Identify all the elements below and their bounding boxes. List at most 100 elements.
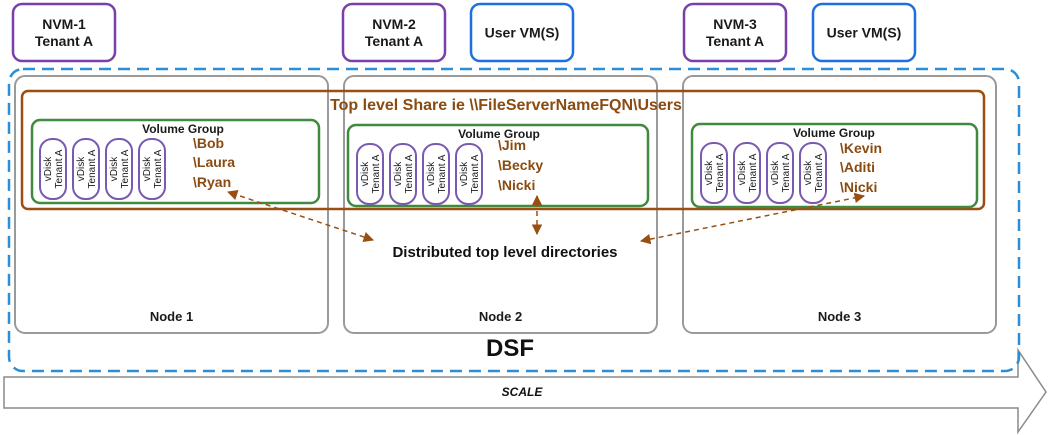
nvm-1-box-line-1: NVM-1 <box>42 16 86 32</box>
nvm-3-box-line-2: Tenant A <box>706 33 764 49</box>
user-directory-2-1: \Jim <box>498 137 526 153</box>
user-directory-1-3: \Ryan <box>193 174 231 190</box>
vdisk-tenant-label: Tenant A <box>715 153 726 192</box>
vdisk-label: vDisk <box>76 156 87 181</box>
top-level-share-box <box>20 89 986 211</box>
nvm-2-box-border <box>341 2 447 63</box>
user-vm-box-2-border <box>811 2 917 63</box>
vdisk-capsule <box>138 138 166 200</box>
vdisk-tenant-label: Tenant A <box>54 149 65 188</box>
vdisk-tenant-label: Tenant A <box>748 153 759 192</box>
distributed-directories-label: Distributed top level directories <box>392 244 617 261</box>
scale-label: SCALE <box>502 385 544 399</box>
user-directory-3-2: \Aditi <box>840 159 875 175</box>
user-directory-1-2: \Laura <box>193 154 235 170</box>
nvm-3-box-border <box>682 2 788 63</box>
user-directory-2-2: \Becky <box>498 157 543 173</box>
distribution-arrow-1 <box>227 189 374 243</box>
nvm-1-box-border <box>11 2 117 63</box>
vdisk-label: vDisk <box>109 156 120 181</box>
user-directory-3-1: \Kevin <box>840 140 882 156</box>
vdisk-label: vDisk <box>704 160 715 185</box>
node-1: Node 1 <box>14 75 329 334</box>
vdisk-capsule <box>105 138 133 200</box>
user-vm-box-1-border <box>469 2 575 63</box>
vdisk-label: vDisk <box>142 156 153 181</box>
volume-group-3-label: Volume Group <box>793 126 875 140</box>
node-1-box <box>14 75 329 334</box>
volume-group-2-label: Volume Group <box>458 127 540 141</box>
user-vm-box-1-line-1: User VM(S) <box>485 25 560 41</box>
nvm-3-box-line-1: NVM-3 <box>713 16 757 32</box>
top-level-share-label: Top level Share ie \\FileServerNameFQN\U… <box>330 97 682 114</box>
dsf-label: DSF <box>486 335 534 362</box>
vdisk-label: vDisk <box>737 160 748 185</box>
nvm-2-box-line-2: Tenant A <box>365 33 423 49</box>
nvm-1-box-line-2: Tenant A <box>35 33 93 49</box>
volume-group-1-label: Volume Group <box>142 122 224 136</box>
vdisk-tenant-label: Tenant A <box>437 154 448 193</box>
vdisk-capsule <box>72 138 100 200</box>
vdisk-tenant-label: Tenant A <box>814 153 825 192</box>
user-vm-box-1: User VM(S) <box>469 2 575 63</box>
user-vm-box-2: User VM(S) <box>811 2 917 63</box>
scale-arrow: SCALE <box>3 347 1047 435</box>
vdisk-capsule <box>39 138 67 200</box>
user-vm-box-2-line-1: User VM(S) <box>827 25 902 41</box>
volume-group-1-box <box>30 118 321 205</box>
vdisk-tenant-label: Tenant A <box>87 149 98 188</box>
vdisk-label: vDisk <box>803 160 814 185</box>
vdisk-tenant-label: Tenant A <box>404 154 415 193</box>
distribution-arrows <box>227 189 866 245</box>
vdisk-label: vDisk <box>426 161 437 186</box>
distribution-arrow-3 <box>639 192 866 245</box>
vdisk-tenant-label: Tenant A <box>153 149 164 188</box>
vdisk-label: vDisk <box>43 156 54 181</box>
node-1-label: Node 1 <box>150 309 193 324</box>
user-directory-3-3: \Nicki <box>840 179 877 195</box>
vdisk-label: vDisk <box>360 161 371 186</box>
vdisk-tenant-label: Tenant A <box>120 149 131 188</box>
vdisk-label: vDisk <box>393 161 404 186</box>
vdisk-tenant-label: Tenant A <box>781 153 792 192</box>
dsf-container <box>7 67 1021 373</box>
vdisk-capsule <box>389 143 417 205</box>
node-3-label: Node 3 <box>818 309 861 324</box>
user-directory-1-1: \Bob <box>193 135 224 151</box>
vdisk-label: vDisk <box>459 161 470 186</box>
vdisk-label: vDisk <box>770 160 781 185</box>
nvm-2-box-line-1: NVM-2 <box>372 16 416 32</box>
vdisk-tenant-label: Tenant A <box>371 154 382 193</box>
vdisk-capsule <box>422 143 450 205</box>
